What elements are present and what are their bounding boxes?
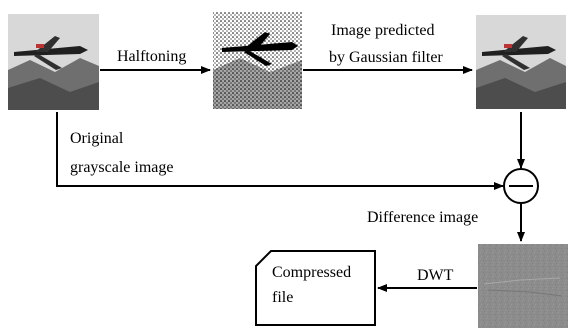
label-compressed-line2: file (272, 289, 293, 306)
compressed-file-shape (255, 250, 376, 326)
label-difference: Difference image (367, 209, 478, 226)
label-dwt: DWT (417, 267, 454, 284)
label-halftoning: Halftoning (117, 48, 186, 65)
label-compressed-line1: Compressed (272, 264, 351, 281)
label-original-line2: grayscale image (70, 159, 174, 176)
original-image (8, 14, 99, 110)
difference-image (478, 244, 568, 328)
arrow-original-to-subtractor (56, 112, 504, 190)
label-predicted-line2: by Gaussian filter (329, 49, 443, 66)
subtractor-node (503, 168, 539, 204)
label-original-line1: Original (70, 130, 124, 147)
halftoned-image (213, 12, 302, 109)
label-predicted-line1: Image predicted (331, 22, 435, 39)
predicted-image (476, 15, 566, 109)
